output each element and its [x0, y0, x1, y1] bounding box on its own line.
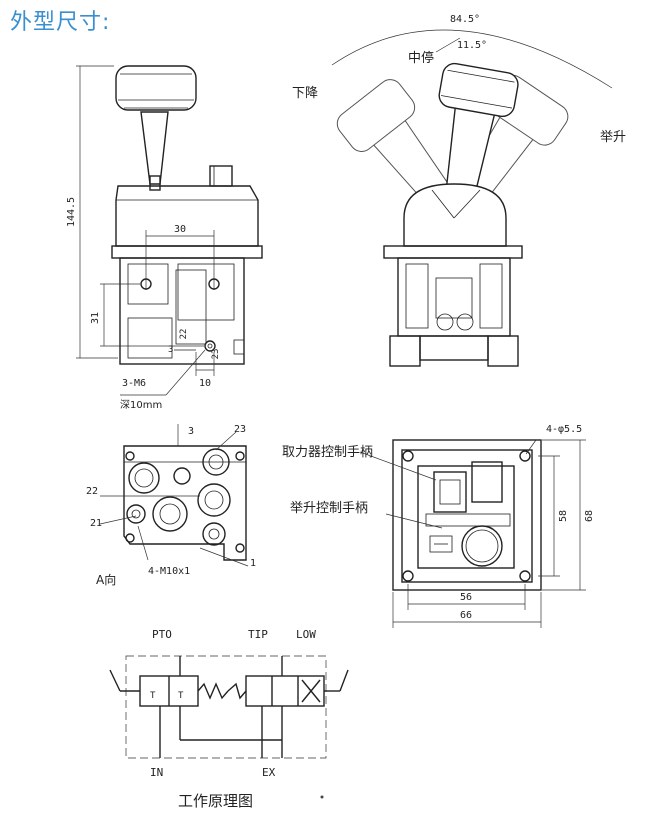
dim-30: 30: [174, 224, 186, 235]
angle-11: 11.5°: [457, 40, 487, 51]
dim-height: 144.5: [66, 197, 77, 227]
tip-label: TIP: [248, 628, 268, 641]
side-view: [331, 29, 613, 367]
label-lower: 下降: [292, 86, 318, 101]
bv-label-3: 3: [188, 426, 194, 437]
top-view: [359, 439, 586, 628]
schematic: T T: [109, 655, 349, 759]
lift-handle-label: 举升控制手柄: [290, 501, 368, 516]
dim-56: 56: [460, 592, 472, 603]
thread-3m6: 3-M6: [122, 378, 146, 389]
scan-dot: [320, 795, 324, 799]
label-3: 3: [168, 345, 173, 355]
label-raise: 举升: [600, 130, 626, 145]
dim-31: 31: [90, 312, 101, 324]
bottom-view: [99, 424, 249, 567]
holes-label: 4-φ5.5: [546, 424, 582, 435]
pto-handle-label: 取力器控制手柄: [282, 445, 373, 460]
angle-84: 84.5°: [450, 14, 480, 25]
pto-label: PTO: [152, 628, 172, 641]
in-label: IN: [150, 766, 163, 779]
bv-label-23: 23: [234, 424, 246, 435]
label-23: 23: [211, 349, 221, 360]
dim-10: 10: [199, 378, 211, 389]
bv-label-22: 22: [86, 486, 98, 497]
bv-label-21: 21: [90, 518, 102, 529]
low-label: LOW: [296, 628, 316, 641]
svg-text:T: T: [150, 691, 156, 701]
schematic-caption: 工作原理图: [178, 792, 253, 810]
bv-direction: A向: [96, 572, 116, 587]
bv-label-1: 1: [250, 558, 256, 569]
page-title: 外型尺寸:: [10, 10, 111, 35]
svg-text:T: T: [178, 691, 184, 701]
label-22: 22: [179, 329, 189, 340]
bv-thread: 4-M10x1: [148, 566, 190, 577]
dim-68: 68: [584, 510, 595, 522]
dim-58: 58: [558, 510, 569, 522]
front-view: [76, 65, 263, 396]
dim-66: 66: [460, 610, 472, 621]
ex-label: EX: [262, 766, 276, 779]
depth-label: 深10mm: [120, 399, 162, 411]
label-neutral: 中停: [408, 50, 434, 66]
